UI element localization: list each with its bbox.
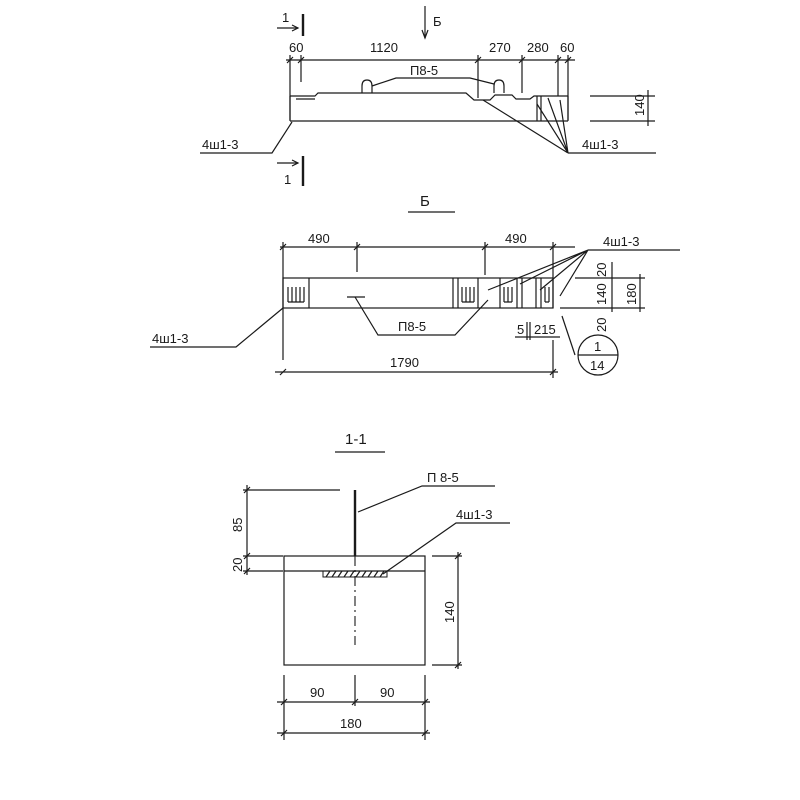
view-arrow-label: Б — [433, 14, 442, 29]
mesh-label: 4ш1-3 — [603, 234, 639, 249]
dim-label: 20 — [230, 558, 245, 572]
dim-label: 90 — [310, 685, 324, 700]
dim-label: 140 — [594, 283, 609, 305]
dim-label: 180 — [624, 283, 639, 305]
callout-number: 1 — [594, 339, 601, 354]
dim-label: 1120 — [370, 40, 398, 55]
mesh-symbol — [503, 287, 513, 303]
dim-label: 90 — [380, 685, 394, 700]
dim-label: 490 — [505, 231, 527, 246]
section-title: 1-1 — [345, 431, 367, 448]
mesh-label: 4ш1-3 — [582, 137, 618, 152]
dim-label: 215 — [534, 322, 556, 337]
dim-label: 60 — [560, 40, 574, 55]
slab-plan — [282, 277, 554, 309]
dim-label: 1790 — [390, 355, 419, 370]
mesh-symbol — [544, 287, 550, 303]
detail-callout: 1 14 — [561, 315, 619, 376]
top-dimension-chain: 60 1120 270 280 60 — [286, 40, 575, 120]
plan-top-dims: 490 490 — [279, 231, 575, 360]
dim-label: 140 — [632, 94, 647, 116]
mesh-symbol — [287, 287, 305, 303]
lifting-loop-left — [361, 79, 373, 93]
dim-label: 270 — [489, 40, 511, 55]
dim-label: 60 — [289, 40, 303, 55]
view-title: Б — [420, 193, 430, 210]
plan-view: Б 490 490 П8-5 4ш1-3 4ш1-3 — [150, 193, 680, 378]
section-marker-top: 1 — [277, 10, 305, 36]
dim-label: 20 — [594, 263, 609, 277]
section-right-dim: 140 — [432, 552, 462, 669]
section-mark-label: 1 — [282, 10, 289, 25]
dim-label: 280 — [527, 40, 549, 55]
dim-label: 5 — [517, 322, 524, 337]
dim-label: 85 — [230, 518, 245, 532]
section-marker-bottom: 1 — [277, 156, 305, 187]
mesh-leader-left: 4ш1-3 — [200, 121, 293, 154]
lifting-loop-right — [493, 79, 505, 93]
dim-label: 20 — [594, 318, 609, 332]
callout-sheet: 14 — [590, 358, 604, 373]
section-bottom-dims: 90 90 180 — [277, 675, 430, 740]
mesh-leader-right: 4ш1-3 — [482, 97, 656, 154]
section-loop-leader: П 8-5 — [357, 470, 495, 513]
view-arrow-b: Б — [421, 6, 442, 40]
plan-mesh-leader-left: 4ш1-3 — [150, 307, 284, 348]
loop-label: П8-5 — [398, 319, 426, 334]
elevation-view: 1 1 Б 60 1120 270 280 60 — [200, 6, 656, 187]
slab-elevation — [289, 79, 569, 122]
dim-label: 180 — [340, 716, 362, 731]
section-mark-label: 1 — [284, 172, 291, 187]
section-view: 1-1 85 20 140 90 90 180 П 8-5 — [230, 431, 510, 740]
mesh-label: 4ш1-3 — [456, 507, 492, 522]
plan-total-dim: 1790 — [275, 340, 558, 378]
loop-label: П 8-5 — [427, 470, 459, 485]
dim-label: 490 — [308, 231, 330, 246]
height-dimension: 140 — [590, 90, 655, 126]
section-mesh-leader: 4ш1-3 — [382, 507, 510, 575]
mesh-label: 4ш1-3 — [152, 331, 188, 346]
plan-side-dims: 20 140 180 20 5 215 — [515, 262, 645, 340]
loop-leader: П8-5 — [371, 63, 495, 87]
plan-loop-leader: П8-5 — [354, 296, 489, 336]
mesh-symbol — [461, 287, 475, 303]
loop-label: П8-5 — [410, 63, 438, 78]
plan-mesh-leader-right: 4ш1-3 — [487, 234, 680, 297]
dim-label: 140 — [442, 601, 457, 623]
mesh-label: 4ш1-3 — [202, 137, 238, 152]
section-left-dims: 85 20 — [230, 485, 340, 575]
